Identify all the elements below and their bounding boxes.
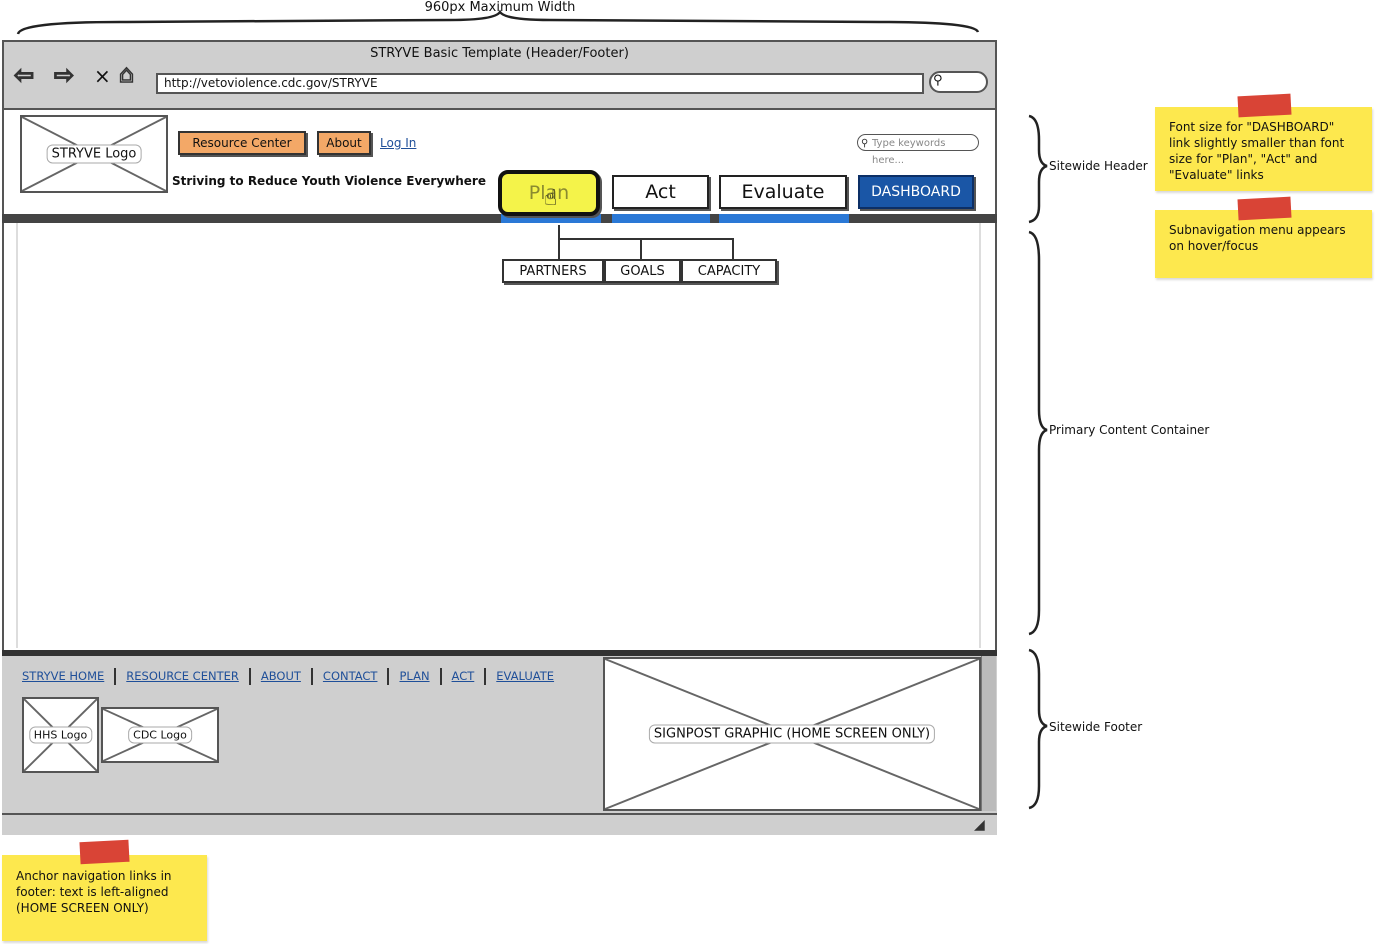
footer-nav: STRYVE HOME RESOURCE CENTER ABOUT CONTACT PL… xyxy=(22,668,554,685)
sticky-note-anchor-text-2: (HOME SCREEN ONLY) xyxy=(16,901,149,915)
search-icon: ⚲ xyxy=(933,73,943,88)
subnav-capacity[interactable]: CAPACITY xyxy=(681,259,777,283)
subnav-connector xyxy=(558,238,734,240)
keyword-search-input[interactable]: ⚲ Type keywords here... xyxy=(857,134,979,166)
stryve-logo-label: STRYVE Logo xyxy=(46,144,142,164)
footer-link-stryve-home[interactable]: STRYVE HOME xyxy=(22,669,105,683)
annotation-primary-content: Primary Content Container xyxy=(1049,423,1210,437)
footer-link-about[interactable]: ABOUT xyxy=(260,669,301,683)
hhs-logo-label: HHS Logo xyxy=(28,726,93,744)
width-brace xyxy=(16,9,980,35)
annotation-sitewide-footer: Sitewide Footer xyxy=(1049,720,1143,734)
annotation-sitewide-header: Sitewide Header xyxy=(1049,159,1148,173)
window-title: STRYVE Basic Template (Header/Footer) xyxy=(370,46,629,61)
address-bar[interactable]: http://vetoviolence.cdc.gov/STRYVE xyxy=(156,73,924,94)
resize-grip-icon[interactable]: ◢ xyxy=(974,817,985,833)
tagline: Striving to Reduce Youth Violence Everyw… xyxy=(172,174,486,188)
subnav-partners[interactable]: PARTNERS xyxy=(502,259,604,283)
close-icon[interactable]: × xyxy=(94,64,111,88)
cdc-logo-label: CDC Logo xyxy=(128,726,192,744)
subnav-goals[interactable]: GOALS xyxy=(604,259,681,283)
about-button[interactable]: About xyxy=(317,131,371,155)
tab-dashboard[interactable]: DASHBOARD xyxy=(858,175,974,209)
home-icon[interactable]: ⌂ xyxy=(118,60,135,88)
cdc-logo-placeholder: CDC Logo xyxy=(101,707,219,763)
footer-link-contact[interactable]: CONTACT xyxy=(322,669,378,683)
resource-center-button[interactable]: Resource Center xyxy=(178,131,306,155)
tab-evaluate[interactable]: Evaluate xyxy=(719,175,847,209)
tape xyxy=(79,839,130,865)
scrollbar[interactable] xyxy=(981,656,996,811)
plan-tab-underline xyxy=(501,214,601,223)
browser-toolbar: STRYVE Basic Template (Header/Footer) ⇦ … xyxy=(2,40,997,110)
content-container-right-edge xyxy=(979,223,981,648)
main-nav-bar xyxy=(2,214,997,223)
tape xyxy=(1237,93,1292,118)
sticky-note-font-size: Font size for "DASHBOARD" link slightly … xyxy=(1155,107,1372,191)
back-icon[interactable]: ⇦ xyxy=(13,61,35,89)
footer-link-evaluate[interactable]: EVALUATE xyxy=(496,669,555,683)
signpost-graphic-label: SIGNPOST GRAPHIC (HOME SCREEN ONLY) xyxy=(648,724,936,744)
forward-icon[interactable]: ⇨ xyxy=(53,61,75,89)
hhs-logo-placeholder: HHS Logo xyxy=(22,697,99,773)
sticky-note-anchor-text: Anchor navigation links in footer: text … xyxy=(16,869,172,899)
act-tab-underline xyxy=(612,214,710,223)
subnav-connector xyxy=(558,225,560,259)
footer-link-act[interactable]: ACT xyxy=(451,669,475,683)
evaluate-tab-underline xyxy=(719,214,849,223)
browser-status-bar xyxy=(2,813,997,835)
tab-act[interactable]: Act xyxy=(612,175,709,209)
tape xyxy=(1237,196,1292,221)
search-placeholder: Type keywords here... xyxy=(872,138,946,166)
browser-search-field[interactable]: ⚲ xyxy=(929,71,988,93)
subnav-connector xyxy=(640,238,642,259)
annotation-braces xyxy=(1028,114,1048,810)
signpost-graphic-placeholder: SIGNPOST GRAPHIC (HOME SCREEN ONLY) xyxy=(603,657,981,811)
search-icon: ⚲ xyxy=(861,138,869,149)
login-link[interactable]: Log In xyxy=(380,136,417,150)
tab-plan[interactable]: Plan xyxy=(498,170,600,216)
stryve-logo-placeholder: STRYVE Logo xyxy=(20,115,168,193)
max-width-label: 960px Maximum Width xyxy=(424,0,576,15)
content-container-left-edge xyxy=(16,223,18,648)
sticky-note-subnav: Subnavigation menu appears on hover/focu… xyxy=(1155,210,1372,278)
sticky-note-anchor-nav: Anchor navigation links in footer: text … xyxy=(2,855,207,941)
footer-link-plan[interactable]: PLAN xyxy=(399,669,430,683)
subnav-connector xyxy=(732,238,734,259)
hand-cursor-icon: ☝ xyxy=(544,186,558,211)
footer-link-resource-center[interactable]: RESOURCE CENTER xyxy=(126,669,239,683)
